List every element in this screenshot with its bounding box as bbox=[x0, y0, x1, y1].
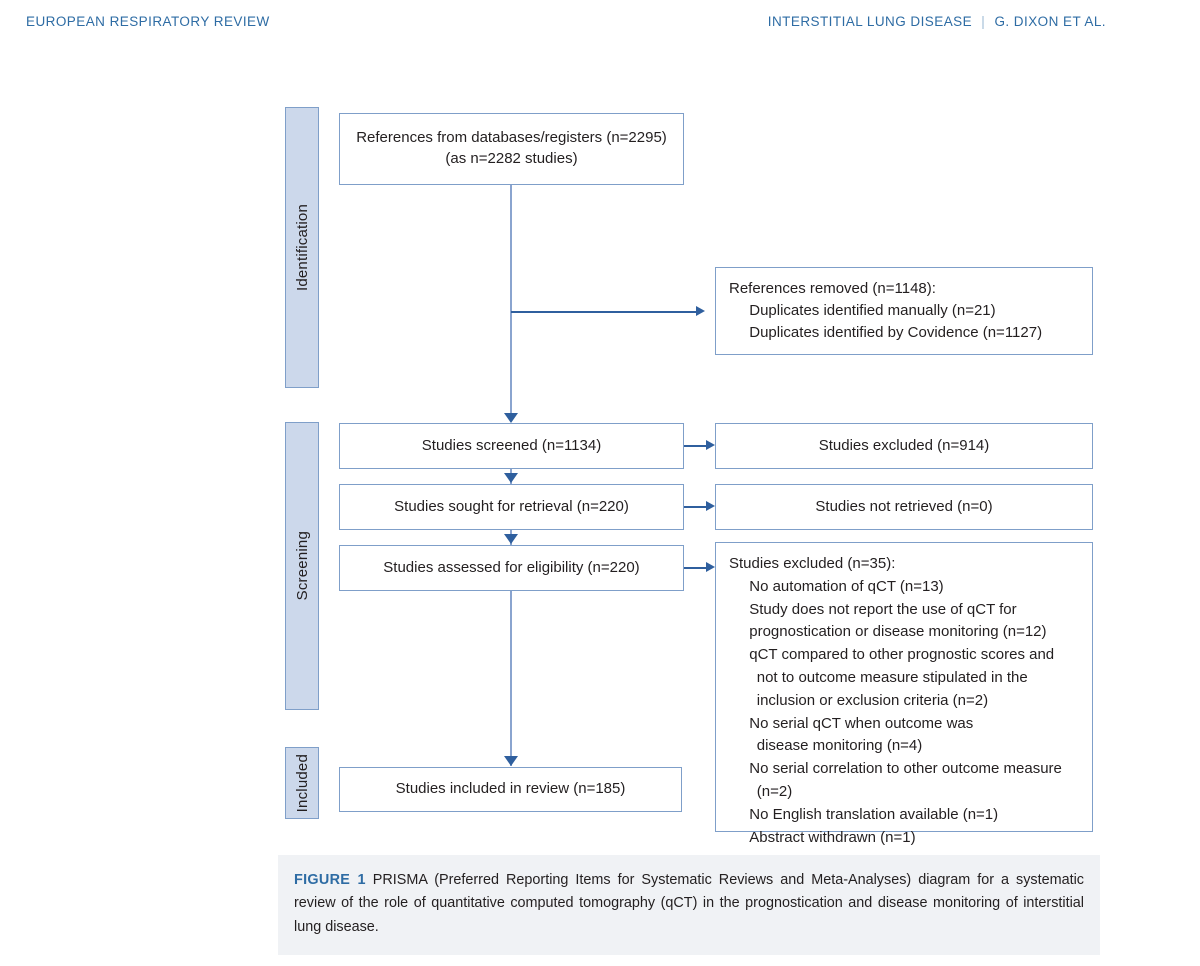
connector-assessed-to-included bbox=[510, 591, 512, 766]
article-topic-and-authors: INTERSTITIAL LUNG DISEASE | G. DIXON ET … bbox=[768, 14, 1106, 29]
box-reports-not-retrieved: Studies not retrieved (n=0) bbox=[715, 484, 1093, 530]
box-studies-included: Studies included in review (n=185) bbox=[339, 767, 682, 812]
stage-tab-included: Included bbox=[285, 747, 319, 819]
stage-tab-identification: Identification bbox=[285, 107, 319, 388]
stage-tab-identification-label: Identification bbox=[293, 203, 311, 292]
arrowhead-to-assessed bbox=[504, 534, 518, 544]
records-removed-title: References removed (n=1148): bbox=[729, 280, 936, 298]
box-records-screened: Studies screened (n=1134) bbox=[339, 423, 684, 469]
reports-excluded-reason-1: No automation of qCT (n=13) bbox=[749, 577, 944, 595]
records-identified-line2: (as n=2282 studies) bbox=[445, 150, 578, 167]
reports-excluded-title: Studies excluded (n=35): bbox=[729, 555, 896, 572]
figure-caption-label: FIGURE 1 bbox=[294, 872, 366, 888]
box-records-excluded: Studies excluded (n=914) bbox=[715, 423, 1093, 469]
reports-excluded-reason-5a: No serial correlation to other outcome m… bbox=[749, 760, 1062, 778]
prisma-flow-diagram: Identification Screening Included Refere… bbox=[0, 48, 1200, 966]
reports-excluded-reason-4a: No serial qCT when outcome was bbox=[749, 714, 974, 732]
arrowhead-to-included bbox=[504, 756, 518, 766]
stage-tab-screening-label: Screening bbox=[293, 531, 311, 601]
reports-not-retrieved-text: Studies not retrieved (n=0) bbox=[815, 497, 993, 515]
records-identified-line1: References from databases/registers (n=2… bbox=[356, 129, 667, 147]
reports-excluded-reason-6: No English translation available (n=1) bbox=[749, 805, 999, 823]
reports-excluded-reason-2b: prognostication or disease monitoring (n… bbox=[749, 623, 1047, 641]
arrowhead-to-screened bbox=[504, 413, 518, 423]
reports-excluded-reason-3a: qCT compared to other prognostic scores … bbox=[749, 646, 1055, 664]
box-records-identified: References from databases/registers (n=2… bbox=[339, 113, 684, 185]
reports-excluded-reason-5b: (n=2) bbox=[756, 782, 793, 800]
reports-excluded-reason-2a: Study does not report the use of qCT for bbox=[749, 600, 1017, 618]
box-records-removed: References removed (n=1148): Duplicates … bbox=[715, 267, 1093, 355]
header-separator: | bbox=[981, 14, 986, 29]
reports-excluded-reason-4b: disease monitoring (n=4) bbox=[756, 737, 923, 755]
arrowhead-reports-not-retrieved bbox=[706, 501, 715, 511]
figure-caption-text: PRISMA (Preferred Reporting Items for Sy… bbox=[294, 872, 1084, 935]
reports-excluded-reason-3b: not to outcome measure stipulated in the bbox=[756, 668, 1028, 686]
records-excluded-text: Studies excluded (n=914) bbox=[818, 436, 990, 454]
connector-to-reports-excluded bbox=[684, 567, 707, 569]
reports-assessed-text: Studies assessed for eligibility (n=220) bbox=[383, 558, 640, 576]
connector-to-records-excluded bbox=[684, 445, 707, 447]
box-reports-assessed: Studies assessed for eligibility (n=220) bbox=[339, 545, 684, 591]
connector-to-reports-not-retrieved bbox=[684, 506, 707, 508]
figure-caption: FIGURE 1 PRISMA (Preferred Reporting Ite… bbox=[278, 855, 1100, 955]
connector-identification-trunk bbox=[510, 185, 512, 417]
arrowhead-reports-excluded bbox=[706, 562, 715, 572]
stage-tab-screening: Screening bbox=[285, 422, 319, 710]
arrowhead-references-removed bbox=[696, 306, 705, 316]
arrowhead-to-sought bbox=[504, 473, 518, 483]
reports-excluded-reason-7: Abstract withdrawn (n=1) bbox=[749, 828, 916, 846]
article-topic: INTERSTITIAL LUNG DISEASE bbox=[767, 14, 973, 29]
stage-tab-included-label: Included bbox=[293, 753, 311, 813]
journal-name: EUROPEAN RESPIRATORY REVIEW bbox=[26, 14, 270, 29]
arrowhead-records-excluded bbox=[706, 440, 715, 450]
box-reports-sought: Studies sought for retrieval (n=220) bbox=[339, 484, 684, 530]
running-header: EUROPEAN RESPIRATORY REVIEW INTERSTITIAL… bbox=[0, 0, 1200, 48]
records-removed-item-2: Duplicates identified by Covidence (n=11… bbox=[749, 323, 1043, 341]
reports-excluded-reason-3c: inclusion or exclusion criteria (n=2) bbox=[756, 691, 989, 709]
studies-included-text: Studies included in review (n=185) bbox=[395, 780, 626, 798]
article-authors: G. DIXON ET AL. bbox=[994, 14, 1106, 29]
records-removed-item-1: Duplicates identified manually (n=21) bbox=[749, 302, 996, 320]
connector-to-references-removed bbox=[511, 311, 697, 313]
records-screened-text: Studies screened (n=1134) bbox=[421, 436, 602, 454]
reports-sought-text: Studies sought for retrieval (n=220) bbox=[394, 497, 629, 515]
box-reports-excluded: Studies excluded (n=35): No automation o… bbox=[715, 542, 1093, 846]
